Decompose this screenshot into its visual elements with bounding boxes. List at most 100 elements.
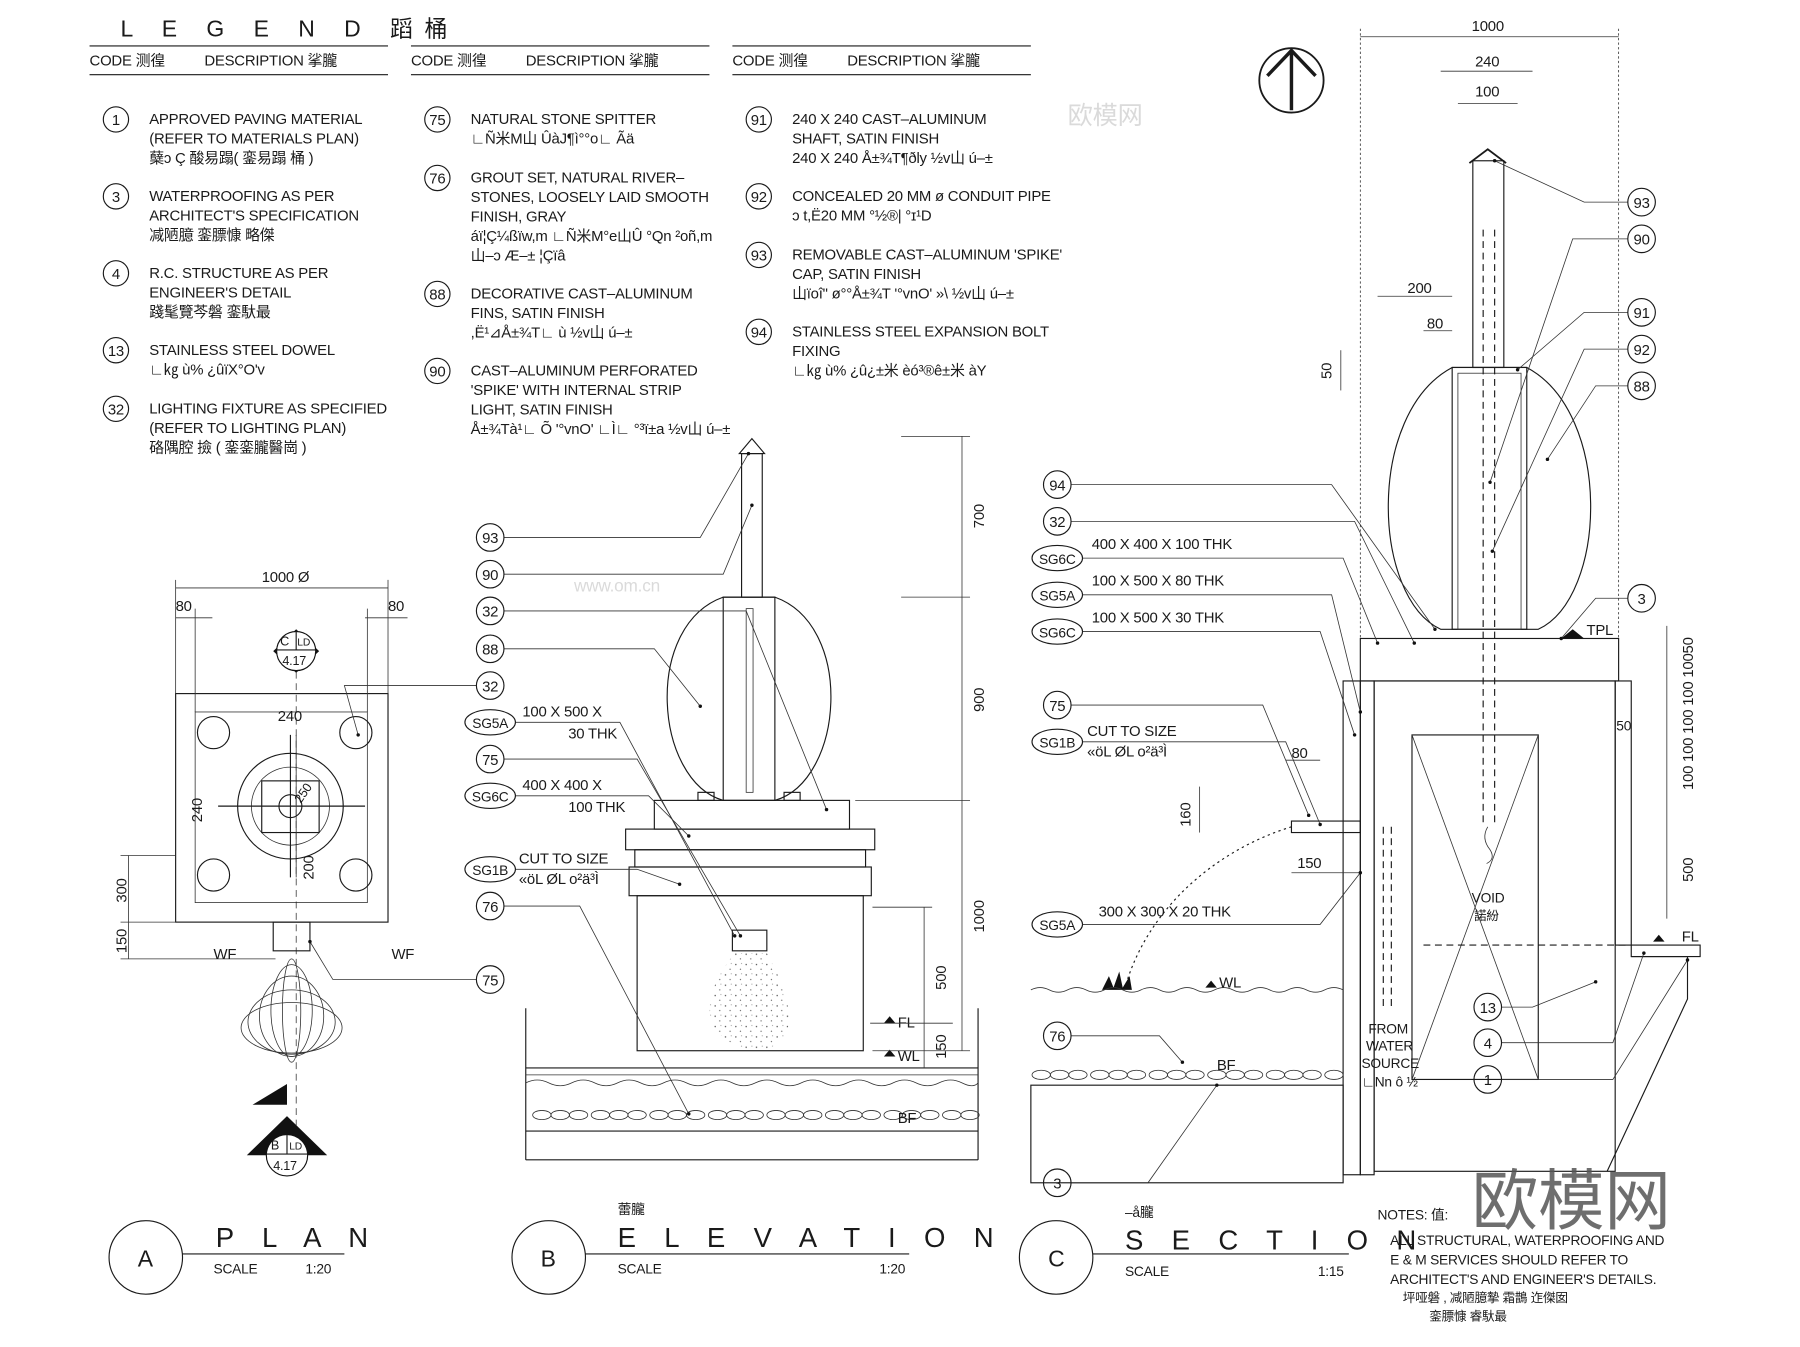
section-river-stones [1031, 1069, 1344, 1080]
legend-description-line: ↄ t,Ë20 MM °½®| °ɪ¹D [792, 207, 932, 224]
scale-label: SCALE [618, 1262, 662, 1277]
callout-label: SG5A [472, 716, 509, 731]
notes-line: 坪哑磐 , 减陋臆摯 霜鵲 迮傑囡 [1403, 1291, 1568, 1305]
section-spitter [1290, 820, 1361, 834]
elevation-view: FL WL BF 700 900 1000 500 150 100 X 500 … [511, 435, 1004, 1295]
note-sg5a-line1: 100 X 500 X [522, 704, 602, 721]
section-wall-cladding [1342, 680, 1361, 1176]
watermark-logo: 欧模网 [1068, 102, 1143, 130]
dim-80-spitter: 80 [1291, 745, 1307, 762]
section-water-arc [1124, 826, 1292, 988]
legend-description-header: DESCRIPTION 挲朧 [526, 52, 659, 69]
dim-80-right: 80 [388, 598, 404, 615]
callout-leader [503, 758, 741, 937]
legend-code-circle [102, 106, 130, 133]
drawing-letter: B [541, 1246, 556, 1272]
plan-spray [240, 958, 343, 1063]
callout-bubble: 32 [343, 671, 505, 737]
elevation-water-surface [525, 1079, 979, 1087]
note-sg5a-300: 300 X 300 X 20 THK [1099, 903, 1232, 920]
callout-leader [1071, 1035, 1183, 1063]
callout-leader [1071, 704, 1310, 816]
elevation-levels: FL WL BF [870, 1015, 953, 1127]
legend-code-circle [424, 164, 451, 192]
legend-description-header: DESCRIPTION 挲朧 [847, 52, 980, 69]
note-sg1b-line2: «öL ØL o²ä³Ì [519, 871, 599, 888]
callout-leader [1501, 959, 1688, 1080]
callout-label: SG6C [1039, 625, 1076, 640]
drawing-letter: C [1048, 1246, 1064, 1272]
legend-description-line: 240 X 240 CAST–ALUMINUM [792, 111, 986, 128]
legend-code: 94 [751, 325, 767, 342]
section-cap-slab [1359, 637, 1620, 682]
callout-leader [1082, 631, 1355, 736]
from-water-source-3: SOURCE [1361, 1056, 1419, 1071]
callout-label: 32 [1049, 514, 1065, 531]
elevation-dimensions: 700 900 1000 500 150 [855, 435, 988, 1068]
elevation-spike [741, 453, 763, 598]
drawing-title: P L A N [216, 1222, 379, 1253]
legend-code: 88 [429, 287, 445, 304]
dim-200: 200 [1407, 280, 1431, 297]
legend-description-line: STAINLESS STEEL EXPANSION BOLT [792, 323, 1049, 340]
drawing-title: E L E V A T I O N [618, 1222, 1004, 1253]
dim-240-side: 240 [189, 798, 206, 822]
section-view: TPL VOID 諾紛 FL WL BF FROM WATER SOURCE ∟… [1018, 18, 1701, 1295]
callout-leader [503, 505, 753, 575]
callout-label: 93 [482, 530, 498, 547]
dim-80-left: 80 [176, 598, 192, 615]
general-notes: NOTES: 值: ALL STRUCTURAL, WATERPROOFING … [1378, 1208, 1665, 1324]
section-marker-letter: B [271, 1138, 279, 1152]
legend-description-line: ∟㎏ ù% ¿ûïX°O'v [149, 361, 265, 378]
notes-heading: NOTES: 值: [1378, 1208, 1449, 1223]
legend-description-line: 踐髦覽芩磐 銮馱最 [149, 303, 271, 321]
callout-bubble: 32 [475, 596, 829, 812]
dim-80: 80 [1427, 315, 1443, 332]
legend-description-line: ∟㎏ ù% ¿û¿±米 èó³®ê±米 àY [792, 363, 987, 380]
legend-code-circle [745, 318, 773, 346]
dim-150: 150 [113, 929, 130, 953]
callout-leader [1071, 1084, 1218, 1184]
level-wl: WL [898, 1048, 920, 1065]
legend-code: 91 [751, 112, 767, 129]
elevation-river-stones [532, 1110, 980, 1121]
legend-description-line: CONCEALED 20 MM ø CONDUIT PIPE [792, 188, 1051, 205]
section-marker-number: 4.17 [273, 1159, 297, 1173]
note-sg6c-100x500x30: 100 X 500 X 30 THK [1092, 609, 1225, 626]
legend-code: 3 [112, 189, 120, 206]
callout-leader [1071, 484, 1436, 630]
dim-900: 900 [971, 688, 988, 712]
callout-leader [503, 905, 690, 1115]
legend-code: 13 [108, 343, 124, 360]
legend-code-header: CODE 测徨 [90, 52, 166, 69]
callout-bubble: 90 [475, 503, 754, 589]
callout-leader [1082, 594, 1361, 713]
dim-stack: 100 100 100 100 10050 [1680, 637, 1697, 790]
dim-1000: 1000 [1472, 18, 1504, 35]
callout-bubble: SG6C [1031, 618, 1357, 737]
legend-code: 4 [112, 266, 120, 283]
callout-leader [515, 868, 680, 885]
dim-1000-dia: 1000 Ø [262, 569, 310, 586]
note-cut-to-size-cn: «öL ØL o²ä³Ì [1087, 744, 1167, 761]
legend-description-line: CAP, SATIN FINISH [792, 266, 921, 283]
callout-bubble: 75 [308, 939, 505, 994]
callout-leader [1547, 385, 1628, 460]
section-marker-number: 4.17 [282, 654, 306, 668]
callout-label: 3 [1053, 1176, 1061, 1193]
callout-label: 13 [1480, 1000, 1496, 1017]
legend-description-line: 硌隅腔 撿 ( 銮銮朧醫崗 ) [149, 439, 306, 456]
legend-description-header: DESCRIPTION 挲朧 [204, 52, 337, 69]
legend-description-line: LIGHT, SATIN FINISH [471, 402, 613, 419]
elevation-fins [666, 596, 832, 801]
callout-label: SG1B [1039, 736, 1075, 751]
notes-line: E & M SERVICES SHOULD REFER TO [1390, 1252, 1628, 1267]
legend-code-circle [102, 183, 130, 210]
callout-label: 88 [482, 642, 498, 659]
legend-description-line: ∟Ñ米M山 ÛàJ¶ì°°o∟ Ãä [471, 131, 635, 148]
dim-700: 700 [971, 504, 988, 528]
legend-code-circle [745, 106, 773, 133]
